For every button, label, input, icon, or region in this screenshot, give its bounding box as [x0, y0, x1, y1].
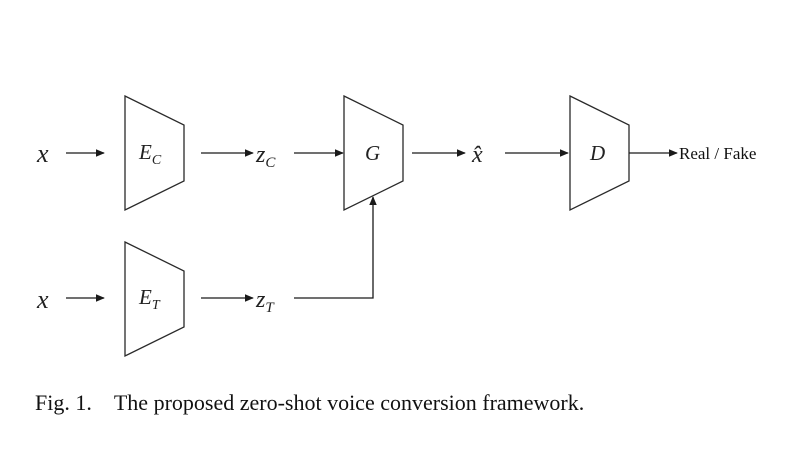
generator-block	[343, 94, 404, 212]
content-code-label: zC	[255, 142, 276, 171]
content-encoder-label: EC	[138, 140, 162, 168]
figure-caption-text: The proposed zero-shot voice conversion …	[113, 390, 585, 415]
content-input-label: x	[36, 139, 49, 168]
discriminator-label: D	[589, 141, 605, 165]
timbre-encoder-label: ET	[138, 285, 161, 313]
figure-caption: Fig. 1. The proposed zero-shot voice con…	[35, 389, 584, 417]
timbre-input-label: x	[36, 285, 49, 314]
discriminator-block	[569, 94, 630, 212]
converted-speech-label: x̂	[471, 142, 483, 168]
framework-diagram: x EC zC G x̂ D Real / Fake x ET zT	[36, 94, 756, 358]
real-fake-label: Real / Fake	[679, 144, 756, 163]
timbre-encoder-block	[124, 240, 185, 358]
arrow-timbre-code-to-generator	[294, 196, 377, 299]
figure-caption-label: Fig. 1.	[35, 390, 92, 415]
content-encoder-block	[124, 94, 185, 212]
timbre-code-label: zT	[255, 287, 275, 316]
generator-label: G	[365, 141, 380, 165]
